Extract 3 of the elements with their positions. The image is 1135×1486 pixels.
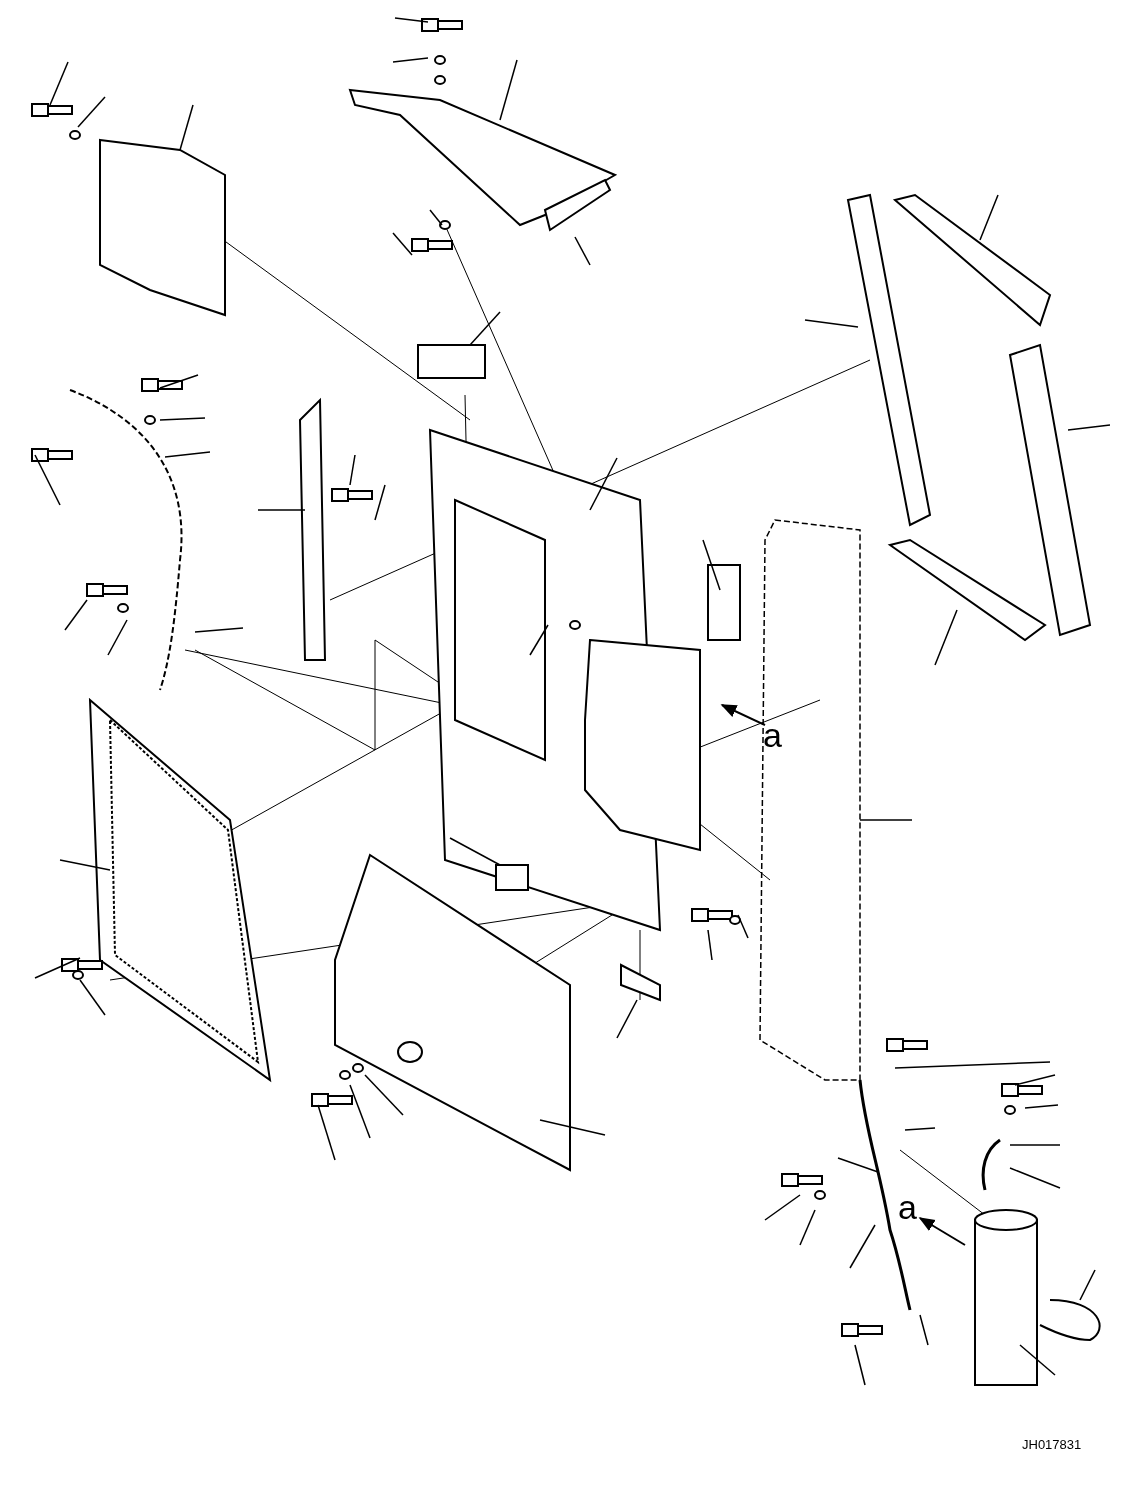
view-label: a [898, 1190, 917, 1224]
view-label: a [763, 718, 782, 752]
drawing-number: JH017831 [1022, 1438, 1082, 1451]
